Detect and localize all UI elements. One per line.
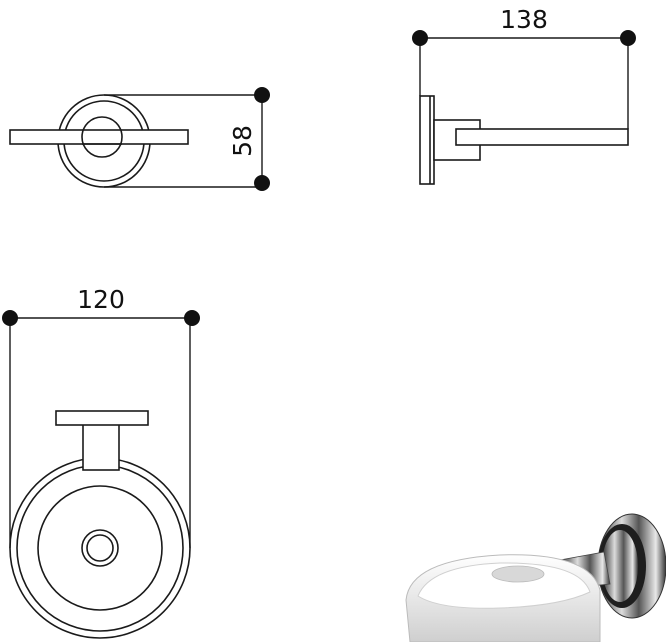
render-dish-hole — [491, 565, 545, 583]
dim-diameter-dot-left — [2, 310, 18, 326]
dim-height-label: 58 — [228, 125, 257, 157]
front-view-dish-inner — [37, 485, 163, 611]
render-rosette-cap — [602, 530, 638, 602]
top-view-bar — [9, 129, 189, 145]
front-view-post — [82, 423, 120, 471]
front-view: 120 — [2, 285, 200, 639]
front-view-dish-outer — [9, 457, 191, 639]
side-view-rosette — [419, 95, 435, 185]
dim-height-dot-top — [254, 87, 270, 103]
dim-depth-dot-right — [620, 30, 636, 46]
front-view-rosette — [55, 410, 149, 426]
side-view: 138 — [412, 5, 636, 185]
product-render — [405, 513, 666, 642]
front-view-dish-hole-inner — [86, 534, 114, 562]
top-view-post — [81, 116, 123, 158]
render-dish-top — [417, 562, 591, 609]
top-view: 58 — [9, 87, 270, 191]
dim-height-dot-bottom — [254, 175, 270, 191]
dim-diameter-label: 120 — [77, 285, 125, 314]
front-view-dish-hole — [81, 529, 119, 567]
dim-diameter-dot-right — [184, 310, 200, 326]
dim-depth-dot-left — [412, 30, 428, 46]
side-view-bar — [455, 128, 629, 146]
dim-depth-label: 138 — [500, 5, 548, 34]
